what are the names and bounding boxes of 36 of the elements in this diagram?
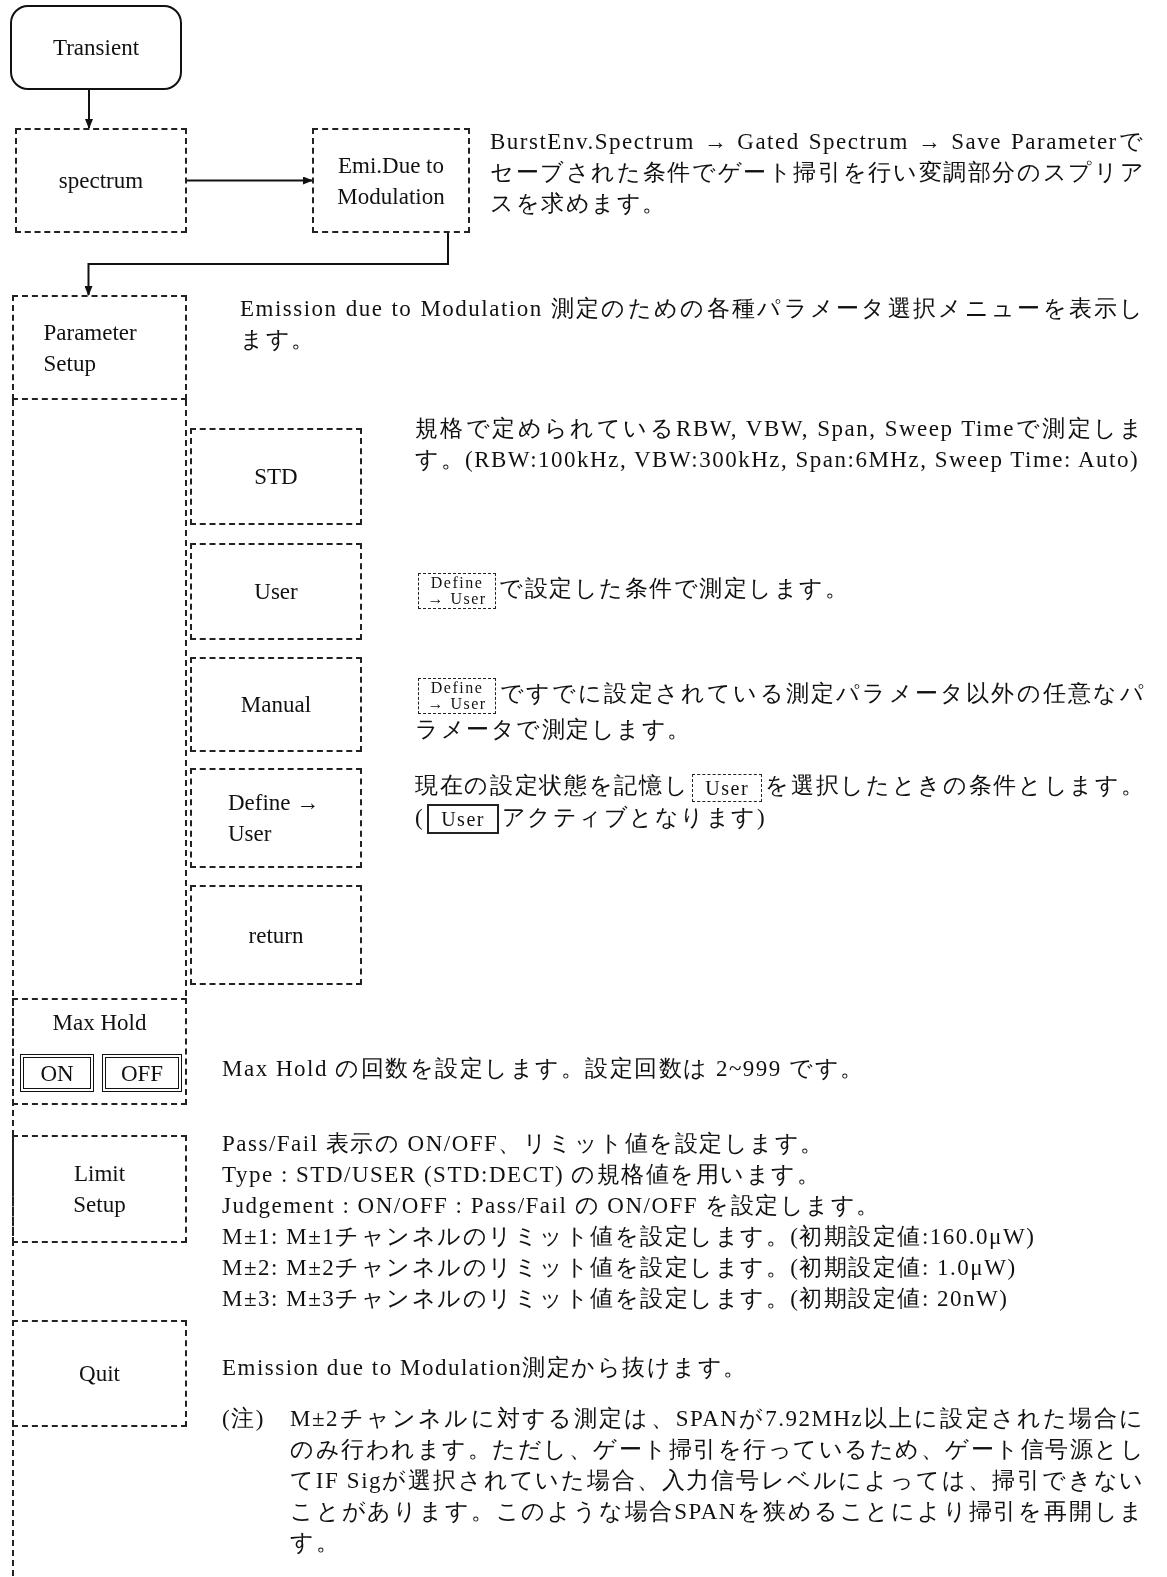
description-text: Pass/Fail 表示の ON/OFF、リミット値を設定します。: [222, 1130, 826, 1158]
softkey-button: Manual: [190, 657, 362, 752]
description-text: Emission due to Modulation 測定のための各種パラメータ選択メニューを表示します。: [240, 295, 1145, 354]
key-label: User: [427, 804, 499, 835]
description-text: M±1: M±1チャンネルのリミット値を設定します。(初期設定値:160.0μW): [222, 1223, 1037, 1251]
softkey-button: Limit Setup: [12, 1135, 187, 1243]
description-text: Max Hold の回数を設定します。設定回数は 2~999 です。: [222, 1055, 866, 1083]
description-text: Judgement : ON/OFF : Pass/Fail の ON/OFF を設定します。: [222, 1192, 882, 1220]
key-label: Define → User: [418, 678, 496, 714]
toggle-option: ON: [20, 1054, 94, 1092]
description-text: Type : STD/USER (STD:DECT) の規格値を用います。: [222, 1161, 823, 1189]
description-text: BurstEnv.Spectrum → Gated Spectrum → Save Parameterでセーブされた条件でゲート掃引を行い変調部分のスプリアスを求めます。: [490, 128, 1145, 218]
note-text: M±2チャンネルに対する測定は、SPANが7.92MHz以上に設定された場合にのみ行われます。ただし、ゲート掃引を行っているため、ゲート信号源としてIF Sigが選択されていた場合、入力信号レベルによっては、掃引できないことがあります。このような場合SPANを狭めることにより掃引を再開します。: [290, 1405, 1145, 1557]
softkey-button: Emi.Due to Modulation: [312, 128, 470, 233]
softkey-button: spectrum: [15, 128, 187, 233]
description-text: Emission due to Modulation測定から抜けます。: [222, 1354, 749, 1382]
note-marker: (注): [222, 1405, 266, 1433]
arrow: [84, 232, 449, 296]
description-text: M±3: M±3チャンネルのリミット値を設定します。(初期設定値: 20nW): [222, 1285, 1010, 1313]
key-label: Define → User: [418, 573, 496, 609]
softkey-button: Define → User: [190, 768, 362, 868]
softkey-button: User: [190, 543, 362, 640]
softkey-button: STD: [190, 428, 362, 525]
toggle-option: OFF: [102, 1054, 182, 1092]
softkey-button: return: [190, 885, 362, 985]
group-heading: Max Hold: [52, 1010, 147, 1036]
arrow: [85, 89, 93, 129]
hardkey-button: Transient: [10, 5, 182, 90]
description-text: M±2: M±2チャンネルのリミット値を設定します。(初期設定値: 1.0μW): [222, 1254, 1018, 1282]
softkey-button: Quit: [12, 1320, 187, 1427]
softkey-button: Parameter Setup: [12, 295, 187, 400]
softkey-group: [12, 998, 187, 1105]
description-text: 現在の設定状態を記憶し User を選択したときの条件とします。( User アクティブとなります): [415, 770, 1145, 835]
key-label: User: [692, 773, 763, 802]
arrow: [186, 176, 313, 185]
description-text: 規格で定められているRBW, VBW, Span, Sweep Timeで測定します。(RBW:100kHz, VBW:300kHz, Span:6MHz, Sweep Time: Auto): [415, 415, 1145, 474]
